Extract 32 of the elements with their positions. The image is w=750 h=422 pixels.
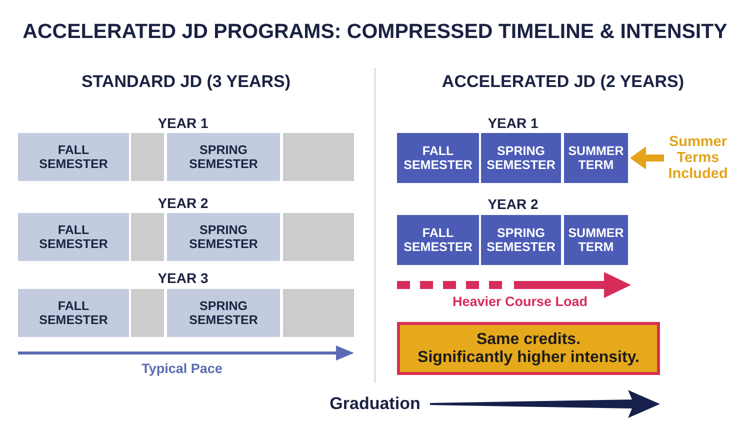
year-label: YEAR 2 [158, 194, 208, 212]
year-label: YEAR 1 [158, 114, 208, 132]
semester-block: FALL SEMESTER [18, 289, 129, 337]
callout-text: Summer Terms Included [666, 133, 730, 183]
arrow-caption: Typical Pace [142, 360, 222, 376]
term-block: SPRING SEMESTER [481, 215, 561, 265]
semester-block: FALL SEMESTER [18, 213, 129, 261]
semester-block: SPRING SEMESTER [167, 213, 280, 261]
term-block: SPRING SEMESTER [481, 133, 561, 183]
empty-block [283, 289, 354, 337]
term-block: SUMMER TERM [564, 133, 628, 183]
empty-block [283, 133, 354, 181]
note-panel: Same credits. Significantly higher intensity. [397, 322, 660, 375]
semester-block: FALL SEMESTER [18, 133, 129, 181]
term-block: SUMMER TERM [564, 215, 628, 265]
year-label: YEAR 2 [488, 196, 538, 212]
year-label: YEAR 3 [158, 270, 208, 286]
semester-block: SPRING SEMESTER [167, 289, 280, 337]
arrow [630, 146, 664, 170]
semester-block: SPRING SEMESTER [167, 133, 280, 181]
term-block: FALL SEMESTER [397, 215, 479, 265]
empty-block [131, 213, 164, 261]
column-heading: ACCELERATED JD (2 YEARS) [442, 72, 684, 92]
column-heading: STANDARD JD (3 YEARS) [81, 72, 291, 92]
empty-block [131, 133, 164, 181]
graduation-label: Graduation [330, 394, 420, 414]
arrow-caption: Heavier Course Load [452, 294, 588, 310]
year-label: YEAR 1 [488, 114, 538, 132]
page-title: ACCELERATED JD PROGRAMS: COMPRESSED TIMELINE & INTENSITY [22, 20, 728, 44]
empty-block [131, 289, 164, 337]
term-block: FALL SEMESTER [397, 133, 479, 183]
empty-block [283, 213, 354, 261]
